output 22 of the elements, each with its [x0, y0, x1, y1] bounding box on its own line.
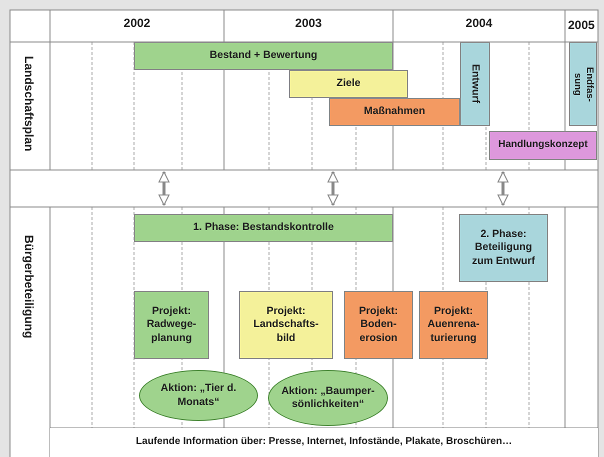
task-bar: Bestand + Bewertung — [134, 42, 393, 70]
project-box: Projekt: Boden- erosion — [344, 291, 413, 359]
project-box: Projekt: Radwege- planung — [134, 291, 209, 359]
double-arrow — [158, 172, 170, 206]
info-band: Laufende Information über: Presse, Internet, Infostände, Plakate, Broschüren… — [50, 428, 598, 457]
year-label: 2005 — [567, 18, 596, 32]
year-label: 2003 — [294, 16, 323, 30]
phase-bar: 1. Phase: Bestandskontrolle — [134, 214, 393, 242]
project-box: Projekt: Auenrena- turierung — [419, 291, 488, 359]
double-arrow — [498, 172, 508, 206]
task-bar: Entwurf — [460, 42, 490, 126]
row-heading: Landschaftsplan — [22, 56, 36, 152]
double-arrow — [328, 172, 338, 206]
task-bar: Maßnahmen — [329, 98, 460, 126]
task-bar: Ziele — [289, 70, 408, 98]
year-label: 2002 — [122, 16, 152, 30]
year-label: 2004 — [464, 16, 494, 30]
row-heading: Bürgerbeteiligung — [22, 235, 36, 338]
task-bar: Handlungskonzept — [489, 131, 597, 160]
phase-box: 2. Phase: Beteiligung zum Entwurf — [459, 214, 548, 282]
project-box: Projekt: Landschafts- bild — [239, 291, 333, 359]
task-bar: Endfas- sung — [569, 42, 597, 126]
